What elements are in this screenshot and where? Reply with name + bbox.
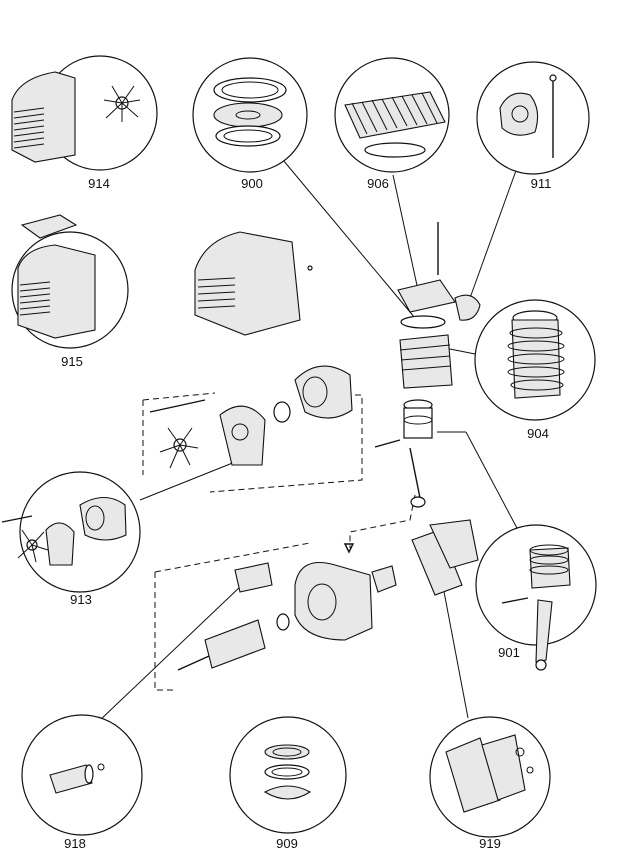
- callout-909: [229, 716, 347, 834]
- part-label-918: 918: [64, 836, 86, 851]
- part-label-915: 915: [61, 354, 83, 369]
- part-label-913: 913: [70, 592, 92, 607]
- part-label-911: 911: [530, 176, 552, 191]
- part-label-904: 904: [527, 426, 549, 441]
- part-label-900: 900: [241, 176, 263, 191]
- fan-assembly: [149, 365, 353, 469]
- callout-919: [429, 716, 551, 838]
- compressor-assembly: [374, 222, 481, 508]
- dashed-assembly-lines: [142, 392, 416, 691]
- callout-914: [11, 55, 158, 171]
- callout-913: [1, 471, 141, 593]
- callout-915: [11, 214, 129, 349]
- part-label-919: 919: [479, 836, 501, 851]
- motor-housing: [194, 231, 313, 336]
- leader-lines: [97, 159, 519, 723]
- part-label-909: 909: [276, 836, 298, 851]
- callout-906: [334, 57, 450, 173]
- part-label-901: 901: [498, 645, 520, 660]
- part-label-914: 914: [88, 176, 110, 191]
- part-label-906: 906: [367, 176, 389, 191]
- callout-911: [476, 61, 590, 175]
- callout-904: [474, 299, 596, 421]
- callout-918: [21, 714, 143, 836]
- callout-900: [192, 57, 308, 173]
- motor-body: [177, 519, 479, 671]
- callout-901: [475, 524, 597, 671]
